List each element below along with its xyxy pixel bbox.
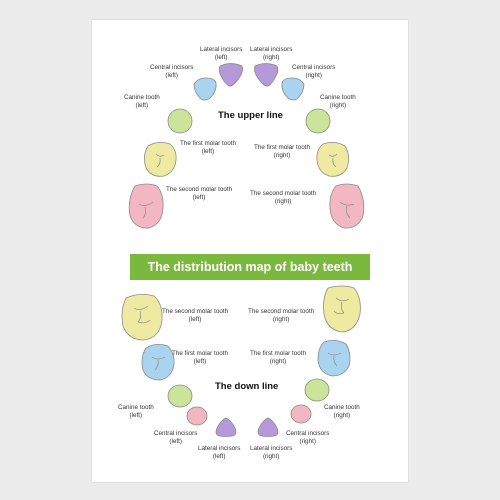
lower-first-molar-left-label: The first molar tooth(left) <box>172 350 228 365</box>
upper-lateral-incisor-right-label: Lateral incisors(right) <box>250 46 293 61</box>
lower-canine-right-label: Canine tooth(right) <box>324 404 360 419</box>
title-banner: The distribution map of baby teeth <box>130 254 370 280</box>
lower-canine-left-label: Canine tooth(left) <box>118 404 154 419</box>
lower-second-molar-right-tooth <box>323 285 361 333</box>
upper-first-molar-right-label: The first molar tooth(right) <box>254 144 310 159</box>
upper-central-incisor-left-label: Central incisors(left) <box>150 64 194 79</box>
upper-canine-right-label: Canine tooth(right) <box>320 94 356 109</box>
lower-lateral-incisor-right-tooth <box>257 417 279 437</box>
upper-central-incisor-right-tooth <box>281 77 305 101</box>
lower-lateral-incisor-left-tooth <box>215 417 237 437</box>
lower-central-incisor-left-label: Central incisors(left) <box>154 430 198 445</box>
upper-canine-left-label: Canine tooth(left) <box>124 94 160 109</box>
lower-first-molar-right-tooth <box>317 340 351 377</box>
upper-lateral-incisor-right-tooth <box>254 63 279 87</box>
upper-second-molar-left-label: The second molar tooth(left) <box>166 186 233 201</box>
lower-lateral-incisor-right-label: Lateral incisors(right) <box>250 445 293 460</box>
lower-canine-left-tooth <box>167 384 193 408</box>
upper-second-molar-left-tooth <box>128 183 164 229</box>
lower-second-molar-left-tooth <box>121 294 163 341</box>
lower-second-molar-left-label: The second molar tooth(left) <box>162 308 229 323</box>
lower-central-incisor-right-tooth <box>290 404 312 424</box>
lower-second-molar-right-label: The second molar tooth(right) <box>248 308 315 323</box>
lower-canine-right-tooth <box>304 378 330 402</box>
upper-lateral-incisor-left-label: Lateral incisors(left) <box>200 46 243 61</box>
upper-first-molar-left-tooth <box>144 142 177 177</box>
upper-central-incisor-right-label: Central incisors(right) <box>292 64 336 79</box>
upper-second-molar-right-tooth <box>329 183 365 229</box>
upper-lateral-incisor-left-tooth <box>218 63 243 87</box>
upper-canine-left-tooth <box>167 108 193 134</box>
lower-first-molar-left-tooth <box>141 344 175 381</box>
lower-first-molar-right-label: The first molar tooth(right) <box>250 350 306 365</box>
lower-lateral-incisor-left-label: Lateral incisors(left) <box>198 445 241 460</box>
upper-canine-right-tooth <box>305 108 331 134</box>
upper-first-molar-left-label: The first molar tooth(left) <box>180 140 236 155</box>
upper-second-molar-right-label: The second molar tooth(right) <box>250 190 317 205</box>
lower-line-title: The down line <box>215 381 279 392</box>
upper-line-title: The upper line <box>218 110 283 121</box>
upper-first-molar-right-tooth <box>316 142 349 177</box>
lower-central-incisor-left-tooth <box>186 406 208 426</box>
upper-central-incisor-left-tooth <box>193 77 217 101</box>
baby-teeth-poster: The upper line Lateral incisors(left) La… <box>92 20 408 482</box>
lower-central-incisor-right-label: Central incisors(right) <box>286 430 330 445</box>
